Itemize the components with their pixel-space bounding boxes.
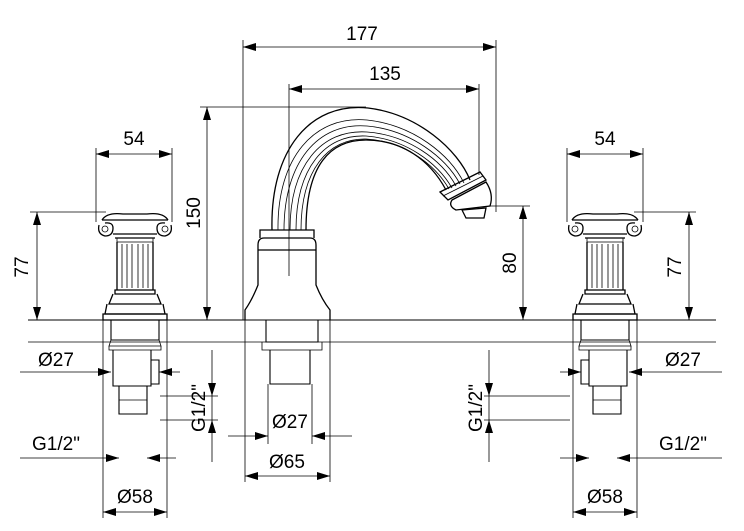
spout [244, 106, 492, 385]
dim-right-d27: Ø27 [560, 350, 722, 376]
dim-left-d27: Ø27 [20, 350, 180, 376]
label-left-54: 54 [123, 129, 145, 150]
label-center-d65: Ø65 [269, 452, 305, 473]
dim-80: 80 [490, 205, 530, 320]
dim-right-77: 77 [634, 211, 696, 320]
dim-left-g12-horizontal: G1/2" [20, 434, 176, 462]
label-left-g12-vertical: G1/2" [189, 384, 210, 432]
label-right-d27: Ø27 [665, 350, 701, 371]
dim-left-g12-vertical: G1/2" [160, 350, 218, 462]
label-left-d27: Ø27 [38, 350, 74, 371]
label-right-g12-horizontal: G1/2" [659, 434, 707, 455]
dim-135: 135 [288, 64, 480, 276]
dim-left-77: 77 [12, 211, 106, 320]
right-handle [567, 212, 643, 415]
dim-center-d27: Ø27 [228, 384, 352, 444]
dim-right-54: 54 [566, 129, 644, 222]
dim-150: 150 [184, 106, 366, 320]
label-80: 80 [500, 252, 521, 273]
label-right-77: 77 [665, 256, 686, 277]
label-center-d27: Ø27 [272, 412, 308, 433]
label-177: 177 [346, 24, 378, 45]
dim-right-g12-vertical: G1/2" [466, 350, 570, 462]
label-left-g12-horizontal: G1/2" [32, 434, 80, 455]
label-left-77: 77 [12, 256, 33, 277]
dim-left-d58: Ø58 [102, 320, 168, 518]
label-right-d58: Ø58 [587, 487, 623, 508]
label-right-54: 54 [594, 129, 616, 150]
label-135: 135 [369, 64, 401, 85]
dim-right-d58: Ø58 [572, 320, 638, 518]
label-150: 150 [184, 197, 205, 229]
dim-right-g12-horizontal: G1/2" [560, 434, 722, 462]
label-right-g12-vertical: G1/2" [466, 384, 487, 432]
dim-left-54: 54 [95, 129, 173, 222]
dim-center-d65: Ø65 [244, 320, 331, 482]
dim-177: 177 [242, 24, 497, 320]
label-left-d58: Ø58 [117, 487, 153, 508]
left-handle [97, 212, 173, 415]
